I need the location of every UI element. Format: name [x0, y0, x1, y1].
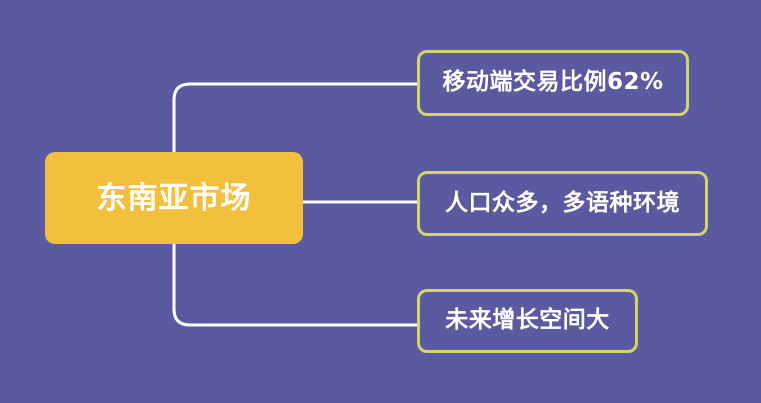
branch-node-label: 人口众多，多语种环境	[445, 189, 680, 216]
root-node-label: 东南亚市场	[96, 180, 252, 216]
root-node[interactable]: 东南亚市场	[45, 152, 303, 244]
branch-node-label: 移动端交易比例62%	[442, 69, 664, 96]
branch-node-mobile-transaction-share[interactable]: 移动端交易比例62%	[417, 50, 689, 116]
branch-node-label: 未来增长空间大	[445, 307, 610, 334]
branch-node-population-multilingual[interactable]: 人口众多，多语种环境	[417, 171, 708, 236]
branch-node-future-growth[interactable]: 未来增长空间大	[417, 289, 638, 353]
